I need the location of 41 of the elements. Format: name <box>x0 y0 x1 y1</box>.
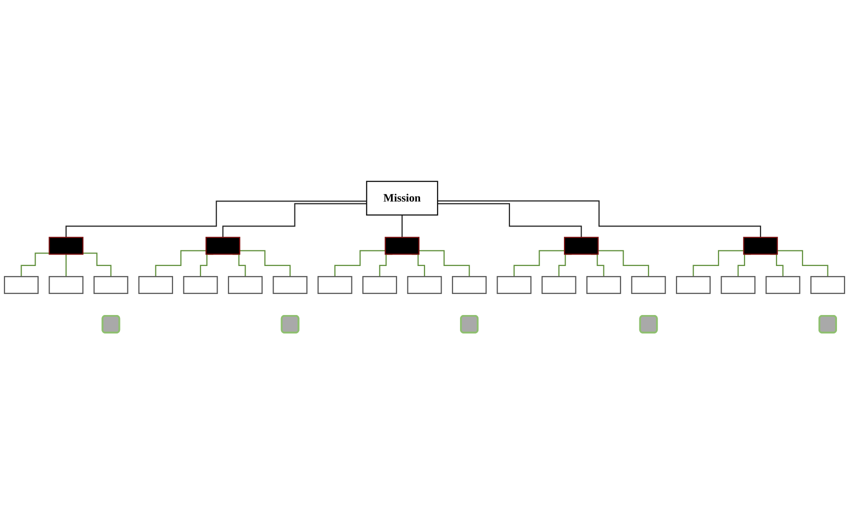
node-box <box>228 276 263 294</box>
connector <box>402 214 403 238</box>
node-box <box>407 276 442 294</box>
node-box <box>452 276 487 294</box>
node-box <box>362 276 398 294</box>
connector <box>66 200 367 238</box>
node-box <box>631 276 666 294</box>
node-box <box>564 236 599 255</box>
connector <box>514 250 564 278</box>
connector <box>418 250 470 278</box>
connector <box>82 252 112 278</box>
node-box <box>318 276 352 294</box>
node-box <box>206 236 240 255</box>
node-box <box>810 276 846 294</box>
connector <box>66 254 67 278</box>
node-box <box>272 276 308 294</box>
node-box <box>138 276 174 294</box>
connector <box>438 203 582 238</box>
connector <box>692 250 744 278</box>
node-box <box>48 236 84 255</box>
node-box <box>384 236 420 255</box>
connector <box>598 250 650 278</box>
connector <box>777 250 828 278</box>
node-box <box>542 276 576 294</box>
node-box <box>720 276 756 294</box>
node-box <box>586 276 622 294</box>
node-box <box>94 276 128 294</box>
node-box <box>676 276 711 294</box>
connector <box>240 250 291 278</box>
node-box <box>743 236 778 255</box>
node-box <box>496 276 532 294</box>
connector <box>438 200 762 238</box>
node-box: Mission <box>366 180 438 216</box>
node-box <box>48 276 84 294</box>
connector <box>155 250 206 278</box>
connector <box>222 203 367 238</box>
node-box <box>183 276 218 294</box>
connector <box>20 252 50 278</box>
node-box <box>766 276 800 294</box>
connector <box>334 250 386 278</box>
node-box <box>4 276 39 294</box>
